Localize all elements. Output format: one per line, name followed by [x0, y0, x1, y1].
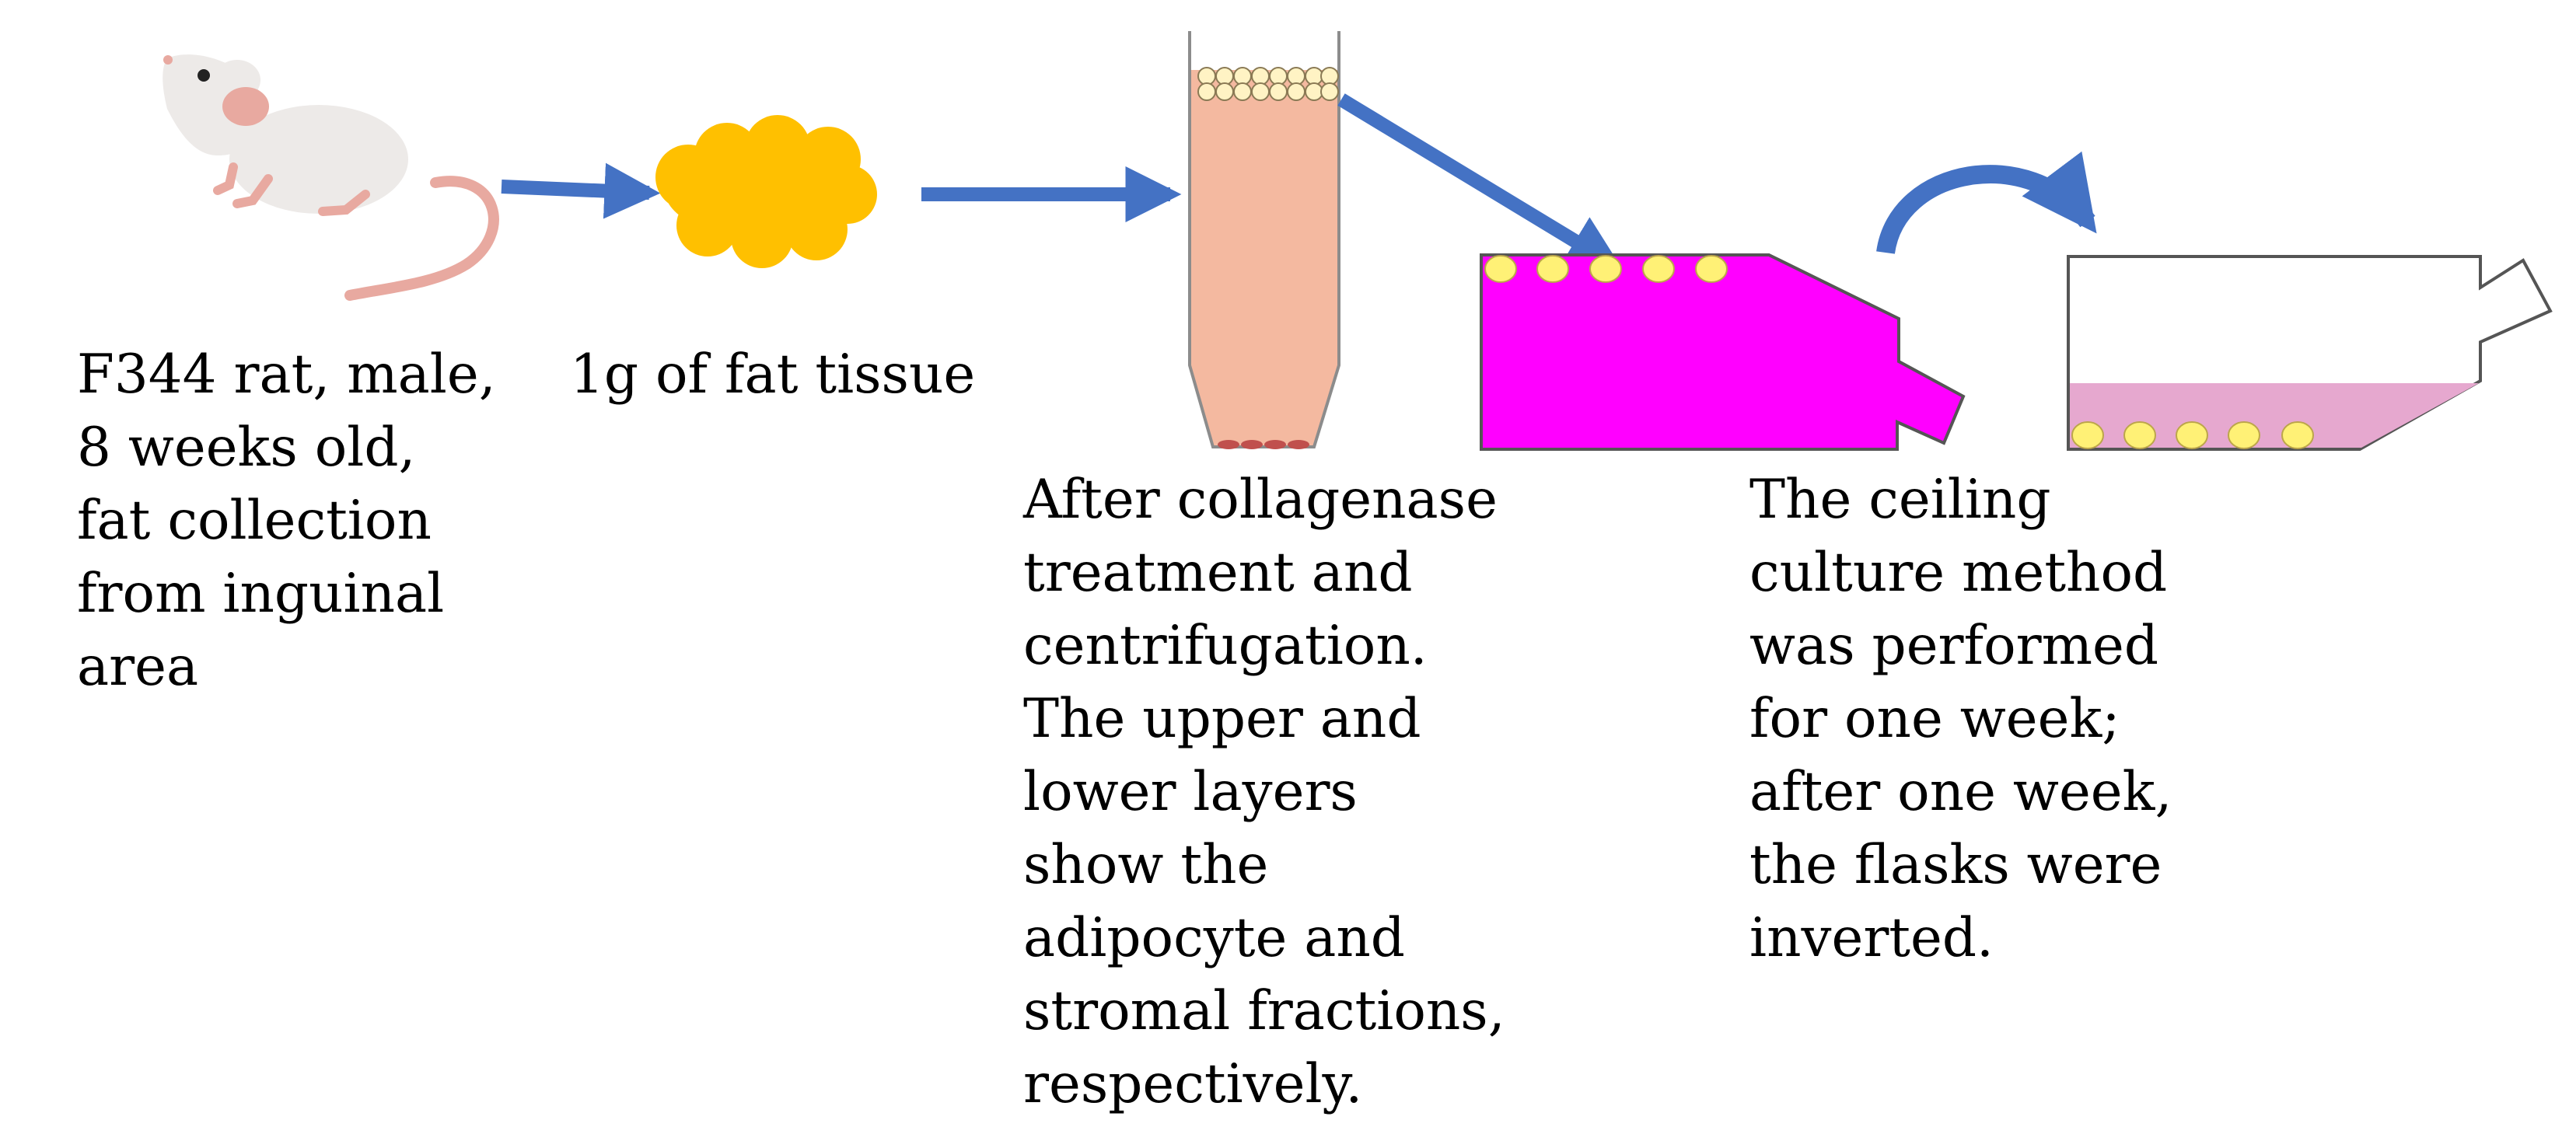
rat-body: [229, 105, 408, 214]
rat-front-leg: [213, 162, 238, 195]
ceiling-cells: [1484, 255, 1728, 283]
caption-line: F344 rat, male,: [77, 344, 496, 406]
caption-line: The ceiling: [1749, 469, 2051, 531]
caption-line: centrifugation.: [1023, 615, 1428, 677]
centrifuge-tube-icon: [1188, 31, 1340, 449]
caption-line: respectively.: [1023, 1053, 1363, 1115]
rat-front-leg-2: [232, 174, 273, 208]
rat-eye: [197, 69, 210, 82]
stromal-pellet: [1218, 440, 1309, 449]
caption-line: stromal fractions,: [1023, 980, 1505, 1042]
rat-ear: [222, 87, 269, 126]
caption-line: 1g of fat tissue: [570, 344, 976, 406]
caption-line: adipocyte and: [1023, 907, 1405, 969]
rat-tail: [344, 176, 499, 301]
caption-fat-tissue: 1g of fat tissue: [570, 338, 975, 411]
caption-ceiling-culture: The ceiling culture method was performed…: [1749, 463, 2172, 975]
tube-fluid: [1190, 70, 1339, 447]
arrow-flask-inversion: [1876, 151, 2097, 255]
rat-hind-leg: [318, 190, 370, 216]
fat-tissue-icon: [655, 115, 877, 268]
caption-line: lower layers: [1023, 761, 1358, 823]
inverted-flask-icon: [2067, 255, 2553, 451]
caption-centrifugation: After collagenase treatment and centrifu…: [1023, 463, 1505, 1121]
caption-line: for one week;: [1749, 688, 2120, 750]
caption-line: the flasks were: [1749, 834, 2162, 896]
flask-inverted-medium: [2070, 383, 2479, 448]
rat-icon: [163, 54, 499, 301]
arrow-rat-to-fat: [501, 162, 661, 219]
flask-ceiling-body: [1480, 253, 1966, 451]
caption-line: 8 weeks old,: [77, 417, 416, 479]
caption-line: from inguinal: [77, 563, 445, 625]
caption-line: After collagenase: [1023, 469, 1498, 531]
caption-line: The upper and: [1023, 688, 1421, 750]
caption-line: inverted.: [1749, 907, 1994, 969]
caption-line: treatment and: [1023, 542, 1413, 604]
rat-nose: [163, 55, 173, 65]
caption-line: was performed: [1749, 615, 2159, 677]
adipocyte-layer: [1197, 67, 1339, 101]
inverted-cells: [2071, 421, 2314, 449]
caption-rat: F344 rat, male, 8 weeks old, fat collect…: [77, 338, 496, 703]
caption-line: after one week,: [1749, 761, 2172, 823]
caption-line: fat collection: [77, 490, 432, 552]
caption-line: area: [77, 636, 199, 698]
tube-outline: [1188, 31, 1340, 448]
caption-line: show the: [1023, 834, 1269, 896]
arrow-tube-to-flask: [1337, 93, 1624, 270]
caption-line: culture method: [1749, 542, 2168, 604]
culture-flask-icon: [1480, 253, 1966, 451]
